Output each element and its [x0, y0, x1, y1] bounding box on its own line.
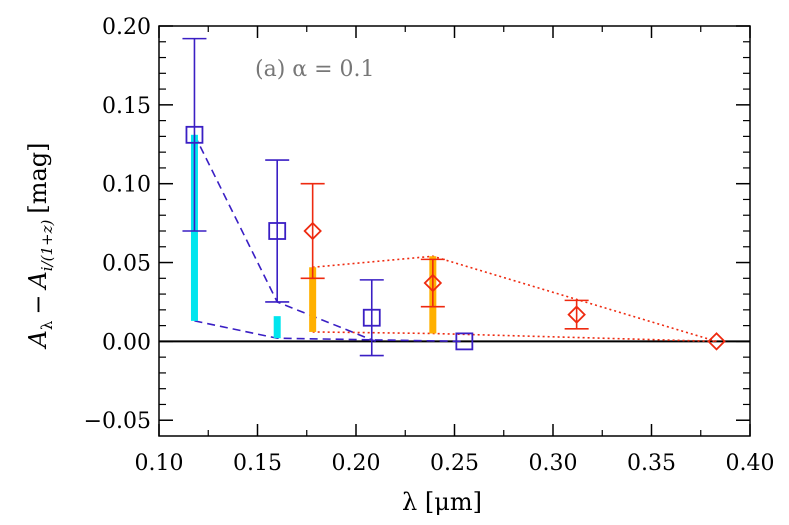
data-point-square [362, 308, 381, 327]
model-line-lower-series-1 [194, 320, 465, 343]
x-tick-label: 0.35 [627, 451, 676, 476]
model-band-series-2 [309, 267, 317, 332]
y-tick-label: 0.20 [102, 15, 151, 40]
x-tick-label: 0.25 [430, 451, 479, 476]
data-point-diamond [423, 273, 443, 293]
x-tick-label: 0.10 [135, 451, 184, 476]
data-point-square [268, 222, 287, 240]
data-point-square [185, 125, 204, 144]
model-band-series-1 [273, 316, 281, 339]
y-tick-label: 0.15 [102, 94, 151, 119]
plot-frame [158, 25, 751, 437]
y-axis-label: Aλ − Ai/(1+z) [mag] [24, 142, 56, 349]
x-tick-label: 0.40 [726, 451, 775, 476]
y-label-sub-ref: i/(1+z) [38, 219, 56, 271]
x-tick-label: 0.15 [233, 451, 282, 476]
y-label-unit: [mag] [24, 142, 52, 213]
panel-annotation: (a) α = 0.1 [255, 57, 375, 82]
data-point-square [455, 332, 474, 351]
y-tick-label: 0.10 [102, 173, 151, 198]
data-point-diamond [303, 221, 322, 241]
data-point-diamond [707, 332, 726, 351]
y-label-a-ref: A [24, 271, 52, 290]
y-label-minus: − [24, 295, 52, 315]
x-tick-label: 0.30 [529, 451, 578, 476]
y-tick-label: 0.05 [102, 252, 151, 277]
x-axis-label: λ [μm] [402, 488, 482, 516]
x-tick-label: 0.20 [332, 451, 381, 476]
y-label-a: A [24, 330, 52, 349]
y-tick-label: 0.00 [102, 330, 151, 355]
data-point-diamond [567, 305, 586, 324]
y-label-sub-lambda: λ [38, 320, 56, 330]
y-tick-label: −0.05 [84, 409, 151, 434]
model-line-upper-series-2 [312, 255, 717, 343]
